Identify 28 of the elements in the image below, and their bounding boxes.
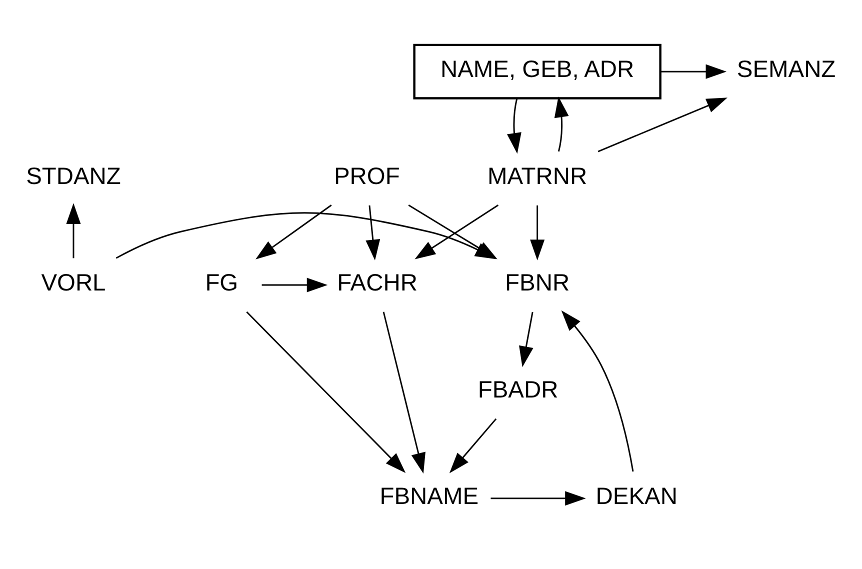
arrow xyxy=(246,310,406,473)
node-text: FBADR xyxy=(478,376,558,403)
node-text: FACHR xyxy=(337,270,418,296)
arrow xyxy=(530,204,545,260)
node-text: FG xyxy=(205,270,238,296)
arrow xyxy=(262,277,328,292)
arrow xyxy=(449,418,497,473)
arrow xyxy=(66,202,81,258)
arrow xyxy=(660,64,727,78)
node-text: MATRNR xyxy=(488,163,588,190)
arrow xyxy=(519,311,534,367)
node-text: VORL xyxy=(41,270,106,296)
arrow xyxy=(382,311,426,474)
arrow xyxy=(490,490,586,506)
node-text: PROF xyxy=(334,163,400,190)
node-text: STDANZ xyxy=(26,163,121,190)
arrow xyxy=(598,97,728,152)
arrow xyxy=(561,310,634,472)
node-box: NAME, GEB, ADR xyxy=(413,43,662,99)
node-text: FBNAME xyxy=(380,484,479,510)
arrow xyxy=(256,204,332,259)
arrow xyxy=(554,96,569,152)
arrow xyxy=(507,98,522,154)
arrow xyxy=(116,212,496,259)
arrow xyxy=(366,204,380,260)
node-text: SEMANZ xyxy=(736,56,836,83)
node-text: FBNR xyxy=(505,270,570,296)
node-text: DEKAN xyxy=(596,484,678,510)
